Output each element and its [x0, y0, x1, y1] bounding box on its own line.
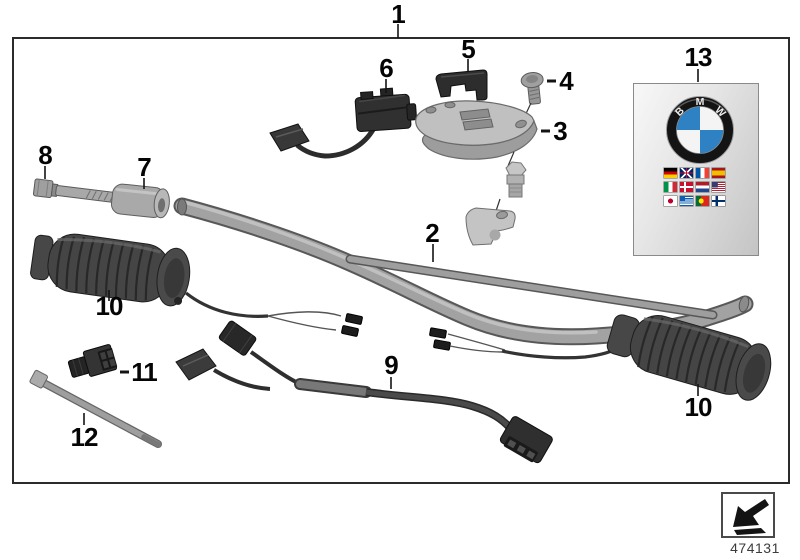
clamp-illustration [465, 207, 516, 246]
switch-illustration [269, 87, 417, 159]
flag-greece-icon [680, 196, 693, 206]
callout-5[interactable]: 5 [461, 34, 476, 64]
fitting-illustration [505, 161, 527, 198]
handlebar-illustration [173, 197, 754, 346]
callout-3[interactable]: 3 [553, 116, 568, 146]
callout-10-right[interactable]: 10 [684, 392, 713, 422]
clip-illustration [435, 69, 488, 101]
flag-japan-icon [664, 196, 677, 206]
flag-spain-icon [712, 168, 725, 178]
callout-2[interactable]: 2 [425, 218, 440, 248]
callout-1[interactable]: 1 [391, 0, 406, 29]
flag-denmark-icon [680, 182, 693, 192]
callout-7[interactable]: 7 [137, 152, 152, 182]
bar-end-weight-illustration [110, 183, 170, 219]
flag-netherlands-icon [696, 182, 709, 192]
callout-6[interactable]: 6 [379, 53, 394, 83]
flag-usa-icon [712, 182, 725, 192]
callout-10-left[interactable]: 10 [95, 291, 124, 321]
flags-grid [664, 168, 728, 206]
bmw-roundel-icon: B M W [666, 96, 734, 164]
callout-11[interactable]: 11 [131, 357, 157, 387]
leader-lines [44, 24, 699, 425]
grip-left-cable [185, 291, 363, 337]
grip-right-illustration [606, 314, 772, 401]
flag-germany-icon [664, 168, 677, 178]
cable-strap-illustration [29, 369, 162, 448]
flag-finland-icon [712, 196, 725, 206]
callout-12[interactable]: 12 [70, 422, 99, 452]
flag-france-icon [696, 168, 709, 178]
callout-9[interactable]: 9 [384, 350, 399, 380]
continuation-thumb-box[interactable] [721, 492, 775, 538]
diagram-border [12, 37, 790, 484]
connector-illustration [67, 344, 118, 378]
diagram-part-number: 474131 [730, 540, 780, 556]
flag-italy-icon [664, 182, 677, 192]
clip-highlight [440, 72, 485, 78]
callout-4[interactable]: 4 [559, 66, 574, 96]
callout-13[interactable]: 13 [684, 42, 713, 72]
screw-illustration [520, 71, 544, 105]
fitting-leader-line [507, 151, 515, 167]
brand-card: B M W [633, 83, 759, 256]
housing-illustration [415, 100, 538, 160]
callout-8[interactable]: 8 [38, 140, 53, 170]
continuation-arrow-icon [733, 499, 769, 535]
clamp-leader-line [495, 198, 501, 212]
flag-portugal-icon [696, 196, 709, 206]
flag-united-kingdom-icon [680, 168, 693, 178]
harness-illustration [175, 320, 553, 464]
bmw-letter-m: M [696, 96, 705, 108]
grip-left-illustration [30, 233, 191, 307]
